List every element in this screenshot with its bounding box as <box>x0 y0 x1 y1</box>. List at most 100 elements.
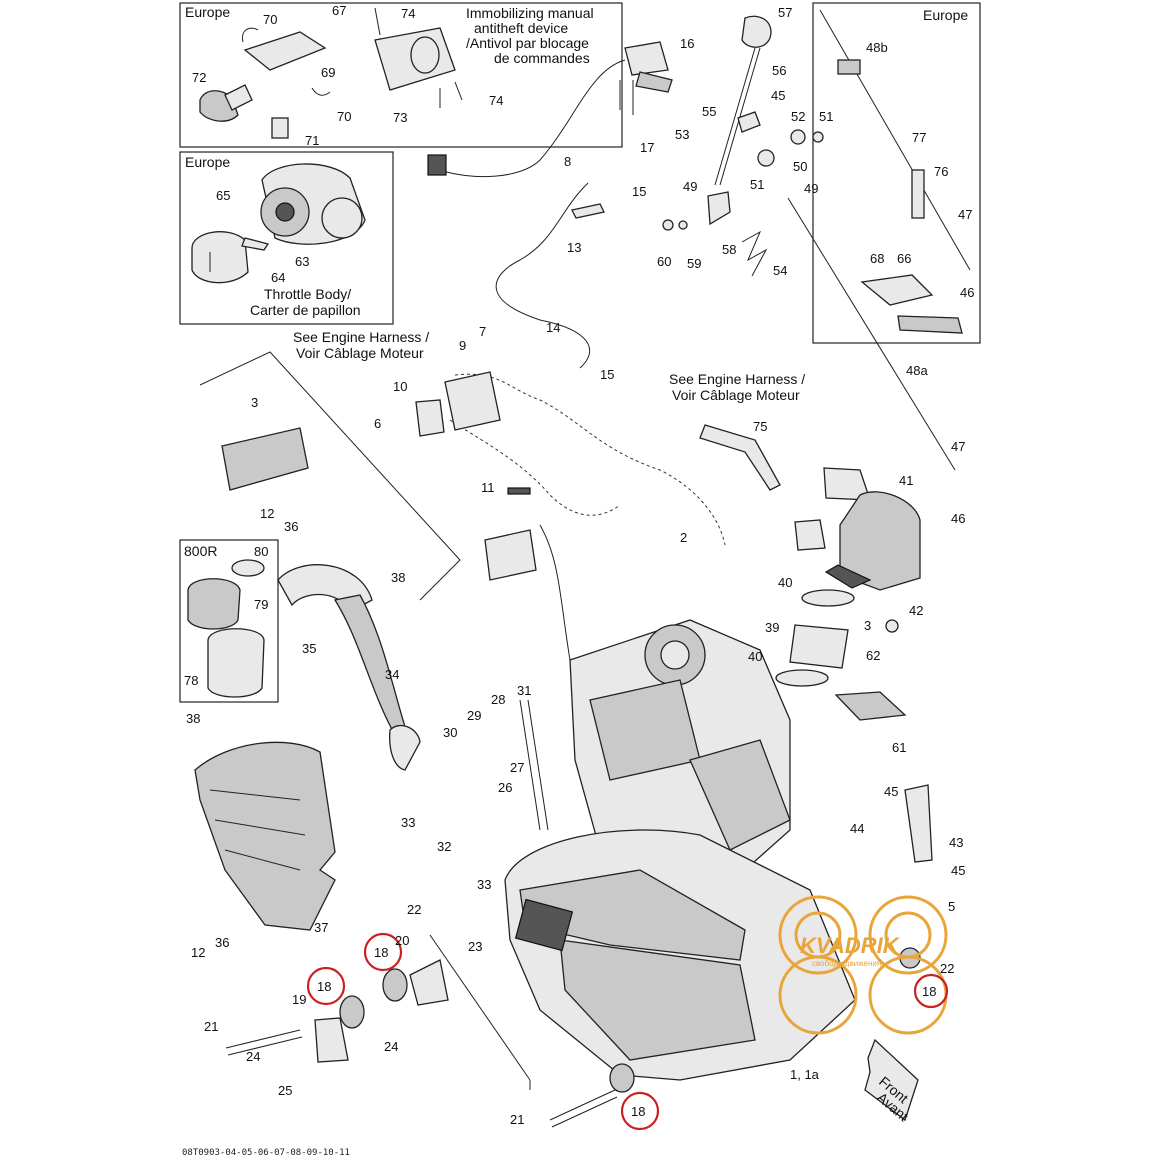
part-number: 15 <box>600 367 614 382</box>
part-number: 21 <box>510 1112 524 1127</box>
immobilizer-caption-line-3: /Antivol par blocage <box>466 35 589 51</box>
part-number: 38 <box>186 711 200 726</box>
part-number: 40 <box>748 649 762 664</box>
throttle-caption-line-2: Carter de papillon <box>250 302 361 318</box>
harness-area-drawing <box>199 351 781 661</box>
part-number: 75 <box>753 419 767 434</box>
part-number-labels: 70 67 74 69 72 70 71 73 74 65 63 64 57 5… <box>184 3 974 1127</box>
part-number: 70 <box>263 12 277 27</box>
part-number: 74 <box>489 93 503 108</box>
part-number: 28 <box>491 692 505 707</box>
part-number: 47 <box>958 207 972 222</box>
part-number: 49 <box>683 179 697 194</box>
part-number: 34 <box>385 667 399 682</box>
part-number: 67 <box>332 3 346 18</box>
part-number: 78 <box>184 673 198 688</box>
part-number: 77 <box>912 130 926 145</box>
part-number: 44 <box>850 821 864 836</box>
part-number: 13 <box>567 240 581 255</box>
part-number: 17 <box>640 140 654 155</box>
part-number: 46 <box>960 285 974 300</box>
part-number: 72 <box>192 70 206 85</box>
part-number: 2 <box>680 530 687 545</box>
throttle-body-inset-box <box>179 151 394 325</box>
cable-region-label: Europe <box>923 7 968 23</box>
part-number: 40 <box>778 575 792 590</box>
harness-callout-left-line-2: Voir Câblage Moteur <box>296 345 424 361</box>
part-number: 20 <box>395 933 409 948</box>
immobilizer-inset-box <box>179 2 623 148</box>
part-number: 61 <box>892 740 906 755</box>
part-number: 48a <box>906 363 928 378</box>
part-number: 9 <box>459 338 466 353</box>
part-number: 15 <box>632 184 646 199</box>
part-number: 12 <box>260 506 274 521</box>
immobilizer-region-label: Europe <box>185 4 230 20</box>
part-number: 73 <box>393 110 407 125</box>
part-number: 33 <box>477 877 491 892</box>
part-number: 30 <box>443 725 457 740</box>
part-number: 59 <box>687 256 701 271</box>
part-number: 66 <box>897 251 911 266</box>
part-number: 18 <box>922 984 936 999</box>
part-number: 71 <box>305 133 319 148</box>
front-direction-arrow: Front Avant <box>864 1038 919 1124</box>
part-number: 47 <box>951 439 965 454</box>
part-number: 3 <box>251 395 258 410</box>
part-number: 7 <box>479 324 486 339</box>
watermark-subtext: свобода движения <box>812 959 881 968</box>
part-number: 21 <box>204 1019 218 1034</box>
part-number: 70 <box>337 109 351 124</box>
part-number: 58 <box>722 242 736 257</box>
part-number: 19 <box>292 992 306 1007</box>
part-number: 62 <box>866 648 880 663</box>
part-number: 69 <box>321 65 335 80</box>
part-number: 1, 1a <box>790 1067 820 1082</box>
part-number: 24 <box>246 1049 260 1064</box>
part-number: 33 <box>401 815 415 830</box>
variant-inset-box <box>179 539 279 703</box>
part-number: 36 <box>215 935 229 950</box>
throttle-body-drawing <box>191 163 366 284</box>
part-number: 63 <box>295 254 309 269</box>
part-number: 76 <box>934 164 948 179</box>
part-number: 18 <box>317 979 331 994</box>
part-number: 35 <box>302 641 316 656</box>
highlight-circle-18-right <box>913 973 949 1009</box>
highlight-circle-18-upper <box>363 932 403 972</box>
part-number: 38 <box>391 570 405 585</box>
part-number: 14 <box>546 320 560 335</box>
part-number: 42 <box>909 603 923 618</box>
highlight-circle-18-bottom <box>620 1091 660 1131</box>
part-number: 45 <box>951 863 965 878</box>
harness-callout-right-line-1: See Engine Harness / <box>669 371 805 387</box>
part-number: 8 <box>564 154 571 169</box>
throttle-region-label: Europe <box>185 154 230 170</box>
part-number: 51 <box>819 109 833 124</box>
part-number: 16 <box>680 36 694 51</box>
part-number: 60 <box>657 254 671 269</box>
part-number: 80 <box>254 544 268 559</box>
part-number: 74 <box>401 6 415 21</box>
part-number: 50 <box>793 159 807 174</box>
part-number: 6 <box>374 416 381 431</box>
part-number: 5 <box>948 899 955 914</box>
variant-label: 800R <box>184 543 217 559</box>
part-number: 56 <box>772 63 786 78</box>
part-number: 12 <box>191 945 205 960</box>
part-number: 18 <box>631 1104 645 1119</box>
immobilizer-caption-line-1: Immobilizing manual <box>466 5 594 21</box>
part-number: 79 <box>254 597 268 612</box>
variant-parts-drawing <box>187 559 265 698</box>
part-number: 22 <box>407 902 421 917</box>
throttle-caption-line-1: Throttle Body/ <box>264 286 351 302</box>
part-number: 46 <box>951 511 965 526</box>
part-number: 11 <box>481 480 495 495</box>
harness-callout-right-line-2: Voir Câblage Moteur <box>672 387 800 403</box>
part-number: 24 <box>384 1039 398 1054</box>
part-number: 48b <box>866 40 888 55</box>
part-number: 52 <box>791 109 805 124</box>
engine-mounts-drawing <box>225 784 933 1128</box>
upper-center-parts-drawing <box>427 9 971 471</box>
